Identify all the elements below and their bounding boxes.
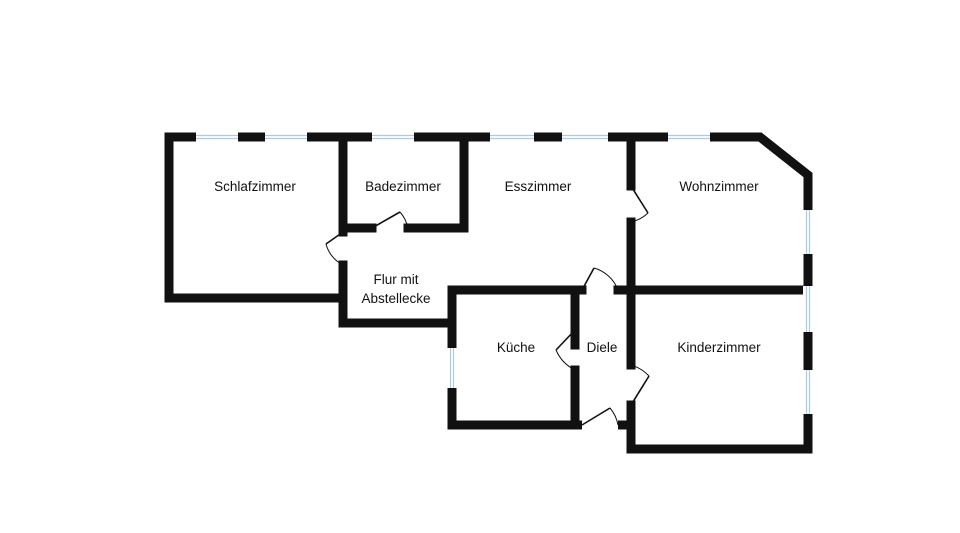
- room-label-flur-line1: Flur mit: [374, 272, 419, 287]
- window: [265, 132, 307, 142]
- window: [803, 210, 813, 254]
- room-label-flur-line2: Abstellecke: [361, 291, 430, 306]
- room-label-badezimmer: Badezimmer: [365, 179, 441, 194]
- window: [803, 286, 813, 332]
- windows: [196, 132, 813, 414]
- window: [372, 132, 414, 142]
- door-kueche[interactable]: [555, 329, 576, 371]
- room-label-wohnzimmer: Wohnzimmer: [679, 179, 759, 194]
- window: [668, 132, 710, 142]
- entrance-gap: [582, 420, 618, 430]
- window: [196, 132, 238, 142]
- window: [803, 370, 813, 414]
- door-entrance[interactable]: [581, 407, 619, 426]
- doors: [325, 185, 650, 426]
- room-label-esszimmer: Esszimmer: [505, 179, 572, 194]
- room-label-kinderzimmer: Kinderzimmer: [677, 340, 761, 355]
- window: [562, 132, 608, 142]
- walls: [164, 132, 813, 454]
- door-esszimmer[interactable]: [581, 267, 619, 291]
- door-schlafzimmer[interactable]: [325, 231, 344, 266]
- room-label-schlafzimmer: Schlafzimmer: [214, 179, 296, 194]
- door-kinderzimmer[interactable]: [630, 364, 650, 406]
- door-wohnzimmer[interactable]: [630, 185, 649, 223]
- room-label-diele: Diele: [587, 340, 618, 355]
- wall-badezimmer: [338, 132, 469, 233]
- room-label-kueche: Küche: [497, 340, 535, 355]
- window: [447, 348, 457, 388]
- wall-flur: [338, 132, 457, 328]
- room-labels: Schlafzimmer Badezimmer Esszimmer Wohnzi…: [214, 179, 761, 355]
- window: [490, 132, 534, 142]
- door-badezimmer[interactable]: [371, 211, 409, 229]
